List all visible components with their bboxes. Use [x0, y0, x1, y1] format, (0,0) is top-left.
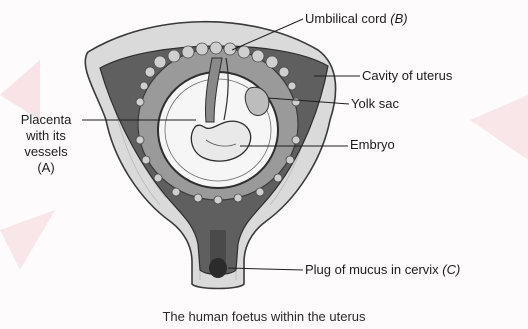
umbilical-cord-text: Umbilical cord — [305, 11, 387, 26]
plug-of-mucus-text: Plug of mucus in cervix — [305, 262, 439, 277]
diagram-caption: The human foetus within the uterus — [0, 309, 528, 324]
label-umbilical-cord: Umbilical cord (B) — [305, 11, 408, 26]
label-yolk-sac: Yolk sac — [351, 96, 399, 111]
cervical-canal — [210, 230, 226, 262]
placenta-line-1: Placenta — [6, 112, 86, 128]
umbilical-cord-key: (B) — [390, 11, 407, 26]
label-plug-of-mucus: Plug of mucus in cervix (C) — [305, 262, 460, 277]
label-placenta: Placenta with its vessels (A) — [6, 112, 86, 176]
placenta-line-3: vessels — [6, 144, 86, 160]
mucus-plug — [209, 258, 227, 278]
placenta-line-4: (A) — [6, 160, 86, 176]
plug-of-mucus-key: (C) — [442, 262, 460, 277]
placenta-line-2: with its — [6, 128, 86, 144]
label-cavity-of-uterus: Cavity of uterus — [362, 68, 452, 83]
label-embryo: Embryo — [350, 137, 395, 152]
